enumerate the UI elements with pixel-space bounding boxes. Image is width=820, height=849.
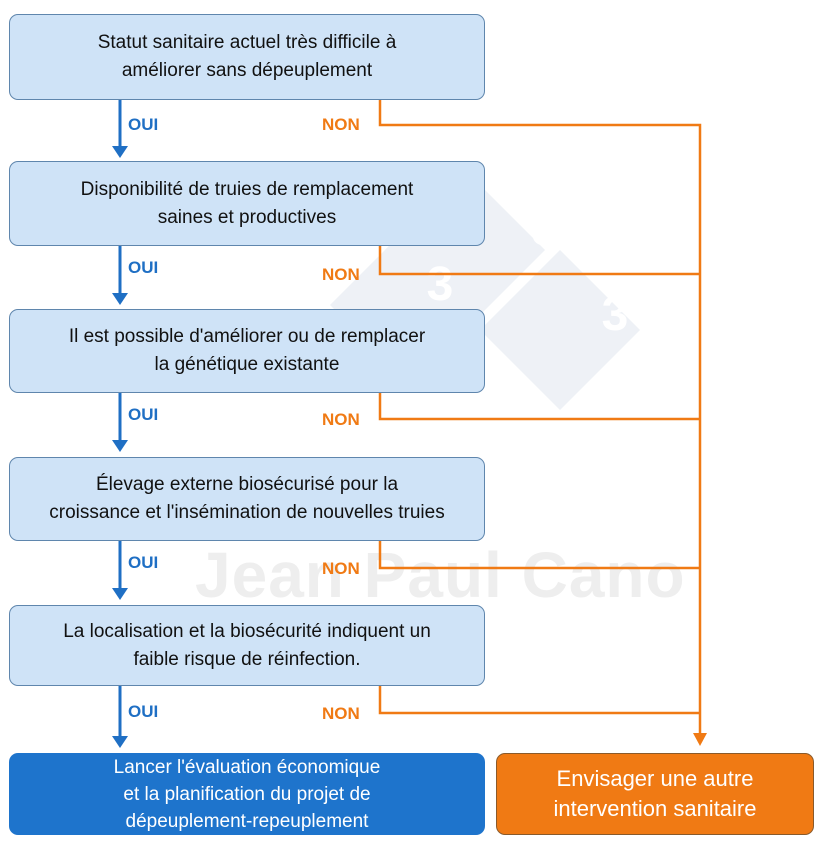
- no-label-4: NON: [322, 559, 360, 578]
- yes-arrowhead-2: [112, 293, 128, 305]
- yes-arrowhead-1: [112, 146, 128, 158]
- no-label-1: NON: [322, 115, 360, 134]
- no-arrowhead: [693, 733, 707, 746]
- no-line-3: [378, 393, 700, 421]
- yes-label-5: OUI: [128, 702, 159, 721]
- yes-arrowhead-4: [112, 588, 128, 600]
- watermark-text: Jean Paul Cano: [195, 539, 686, 611]
- yes-arrowhead-3: [112, 440, 128, 452]
- yes-arrowhead-5: [112, 736, 128, 748]
- step-2-box: Disponibilité de truies de remplacement …: [9, 161, 485, 246]
- watermark-digit-3: 3: [602, 288, 629, 341]
- no-line-5: [378, 686, 700, 715]
- no-line-2: [378, 246, 700, 276]
- watermark-digit-2: 3: [427, 258, 454, 311]
- yes-label-4: OUI: [128, 553, 159, 572]
- no-label-3: NON: [322, 410, 360, 429]
- no-line-4: [378, 541, 700, 570]
- step-4-box: Élevage externe biosécurisé pour la croi…: [9, 457, 485, 541]
- step-1-box: Statut sanitaire actuel très difficile à…: [9, 14, 485, 100]
- yes-label-1: OUI: [128, 115, 159, 134]
- no-label-2: NON: [322, 265, 360, 284]
- outcome-yes-box: Lancer l'évaluation économique et la pla…: [9, 753, 485, 835]
- no-label-5: NON: [322, 704, 360, 723]
- yes-label-3: OUI: [128, 405, 159, 424]
- yes-label-2: OUI: [128, 258, 159, 277]
- step-3-box: Il est possible d'améliorer ou de rempla…: [9, 309, 485, 393]
- step-5-box: La localisation et la biosécurité indiqu…: [9, 605, 485, 686]
- watermark-diamond-right: [480, 250, 640, 410]
- outcome-no-box: Envisager une autre intervention sanitai…: [496, 753, 814, 835]
- no-line-1: [378, 100, 702, 735]
- watermark-digit-1: 3: [532, 203, 559, 256]
